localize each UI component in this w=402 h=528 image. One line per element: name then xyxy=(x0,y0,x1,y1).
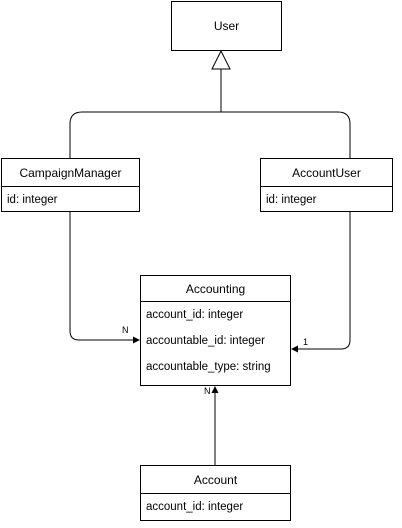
multiplicity-campaignmanager-accounting: N xyxy=(122,325,129,335)
class-accounting-title: Accounting xyxy=(141,276,290,302)
class-campaignmanager-attr-id: id: integer xyxy=(7,193,58,206)
class-accounting-attr-account-id: account_id: integer xyxy=(146,309,244,321)
class-campaignmanager-title: CampaignManager xyxy=(2,159,139,187)
arrowhead-account-accounting xyxy=(211,386,219,393)
class-accountuser: AccountUser id: integer xyxy=(260,158,393,212)
class-accounting: Accounting account_id: integer accountab… xyxy=(140,275,291,386)
generalization-line-accountuser xyxy=(221,111,351,158)
class-user-title: User xyxy=(213,19,240,33)
class-account-attr-account-id: account_id: integer xyxy=(146,501,244,513)
class-accountuser-title: AccountUser xyxy=(261,159,392,187)
class-user: User xyxy=(171,1,282,51)
class-account: Account account_id: integer xyxy=(140,465,291,521)
generalization-line-campaignmanager xyxy=(69,111,221,158)
generalization-arrowhead xyxy=(211,49,231,70)
class-campaignmanager: CampaignManager id: integer xyxy=(1,158,140,212)
association-line-campaignmanager-accounting xyxy=(69,212,134,341)
class-accounting-attr-accountable-type: accountable_type: string xyxy=(146,361,271,373)
class-account-title: Account xyxy=(141,466,290,494)
arrowhead-campaignmanager-accounting xyxy=(133,336,140,344)
class-accountuser-attr-id: id: integer xyxy=(266,193,317,206)
association-line-accountuser-accounting xyxy=(298,212,351,350)
multiplicity-account-accounting: N xyxy=(204,386,211,396)
class-accounting-attr-accountable-id: accountable_id: integer xyxy=(146,335,265,347)
arrowhead-accountuser-accounting xyxy=(291,345,298,353)
multiplicity-accountuser-accounting: 1 xyxy=(303,337,309,347)
